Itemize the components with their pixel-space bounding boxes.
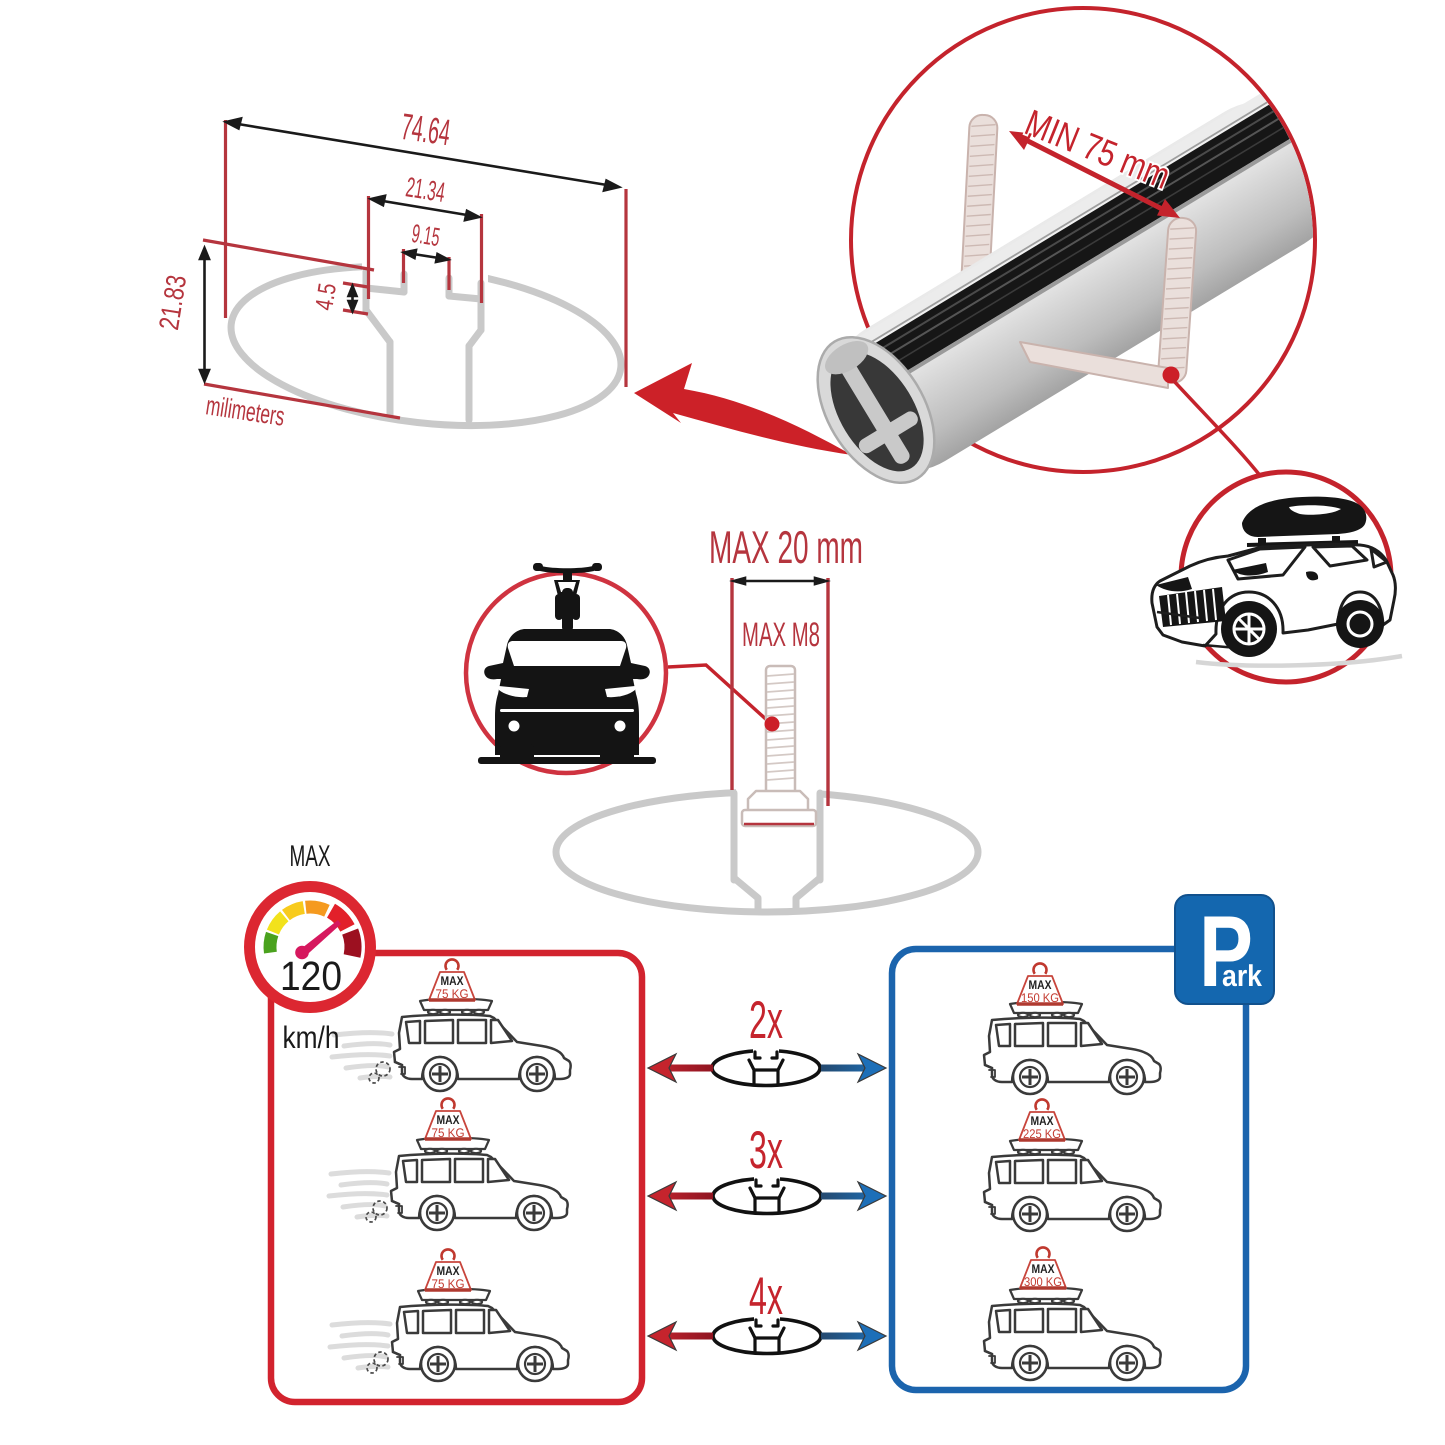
svg-text:MAX M8: MAX M8	[742, 616, 820, 654]
svg-text:km/h: km/h	[283, 1020, 340, 1055]
svg-text:P: P	[1199, 896, 1253, 1008]
svg-text:9.15: 9.15	[410, 218, 442, 252]
svg-text:MAX 20 mm: MAX 20 mm	[709, 521, 863, 573]
svg-text:21.83: 21.83	[153, 273, 192, 332]
svg-text:3x: 3x	[749, 1121, 783, 1180]
svg-text:75 KG: 75 KG	[432, 1126, 465, 1140]
svg-text:120: 120	[280, 953, 342, 999]
svg-text:225 KG: 225 KG	[1023, 1127, 1061, 1141]
svg-text:4.5: 4.5	[310, 281, 342, 312]
svg-text:MIN 75 mm: MIN 75 mm	[1020, 102, 1176, 197]
svg-text:ark: ark	[1222, 960, 1262, 993]
svg-text:300 KG: 300 KG	[1024, 1275, 1062, 1289]
svg-text:2x: 2x	[749, 991, 783, 1050]
svg-text:75 KG: 75 KG	[432, 1277, 465, 1291]
svg-text:150 KG: 150 KG	[1021, 991, 1059, 1005]
svg-text:74.64: 74.64	[399, 106, 453, 153]
svg-text:75 KG: 75 KG	[436, 987, 469, 1001]
svg-text:21.34: 21.34	[404, 171, 447, 208]
svg-text:MAX: MAX	[290, 840, 331, 873]
